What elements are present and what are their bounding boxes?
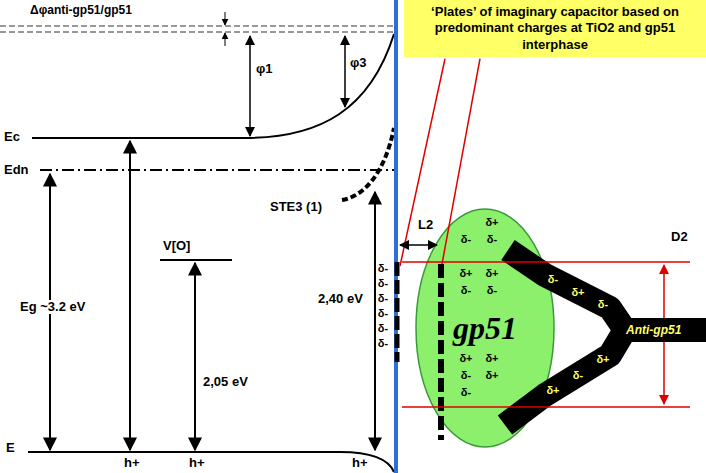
dimension-line	[402, 406, 690, 408]
fermi-level-name: Edn	[4, 163, 29, 177]
vacuum-level-line	[0, 26, 394, 27]
note-text: ‘Plates’ of imaginary capacitor based on…	[410, 4, 700, 53]
valence-band	[28, 452, 394, 472]
charge-sign: δ+	[485, 352, 498, 364]
charge-sign: δ-	[378, 292, 388, 304]
energy-value: 2,05 eV	[203, 375, 248, 389]
capacitor-plate	[438, 264, 444, 440]
charge-sign: δ-	[461, 369, 471, 381]
charge-sign: δ-	[461, 386, 471, 398]
phi-arrow	[344, 36, 346, 107]
band-edge-name: Ec	[4, 130, 20, 144]
dimension-label: D2	[671, 230, 688, 244]
potential-difference: Δφanti-gp51/gp51	[30, 4, 132, 17]
trap-level-name: STE3 (1)	[270, 200, 322, 214]
leader-line	[400, 59, 445, 266]
antibody-shape: Anti-gp51	[500, 240, 706, 430]
hole-symbol: h+	[124, 456, 140, 470]
charge-sign: δ+	[485, 216, 498, 228]
charge-sign: δ-	[487, 284, 497, 296]
antibody-arm	[618, 318, 706, 342]
charge-sign: δ+	[459, 267, 472, 279]
charge-sign: δ+	[546, 384, 559, 396]
charge-sign: δ-	[598, 298, 608, 310]
antibody-arm	[505, 330, 625, 425]
charge-sign: δ-	[487, 233, 497, 245]
barrier-height: φ1	[256, 62, 273, 76]
delta-arrow	[225, 12, 226, 25]
charge-sign: δ+	[596, 353, 609, 365]
defect-level-name: V[O]	[163, 239, 190, 253]
charge-sign: δ-	[378, 262, 388, 274]
charge-sign: δ-	[461, 233, 471, 245]
hole-symbol: h+	[352, 456, 368, 470]
charge-sign: δ-	[378, 307, 388, 319]
charge-sign: δ-	[573, 369, 583, 381]
hole-symbol: h+	[189, 456, 205, 470]
vacuum-level-line	[0, 32, 394, 33]
capacitor-plate	[395, 262, 400, 362]
charge-sign: δ-	[378, 337, 388, 349]
charge-sign: δ+	[459, 352, 472, 364]
charge-sign: δ+	[485, 369, 498, 381]
conduction-band	[32, 34, 394, 138]
vacancy-level	[160, 259, 232, 261]
charge-sign: δ-	[378, 277, 388, 289]
node-label: gp51	[453, 310, 517, 347]
distance-arrow	[400, 244, 437, 246]
band-gap-value: Eg ~3.2 eV	[18, 300, 87, 314]
barrier-height: φ3	[350, 56, 367, 70]
band-edge-name: E	[6, 441, 15, 455]
note-box: ‘Plates’ of imaginary capacitor based on…	[404, 0, 706, 57]
node-label: Anti-gp51	[626, 322, 681, 338]
energy-value: 2,40 eV	[318, 292, 363, 306]
transition-arrow	[374, 192, 376, 450]
charge-sign: δ-	[548, 273, 558, 285]
ste-level	[342, 128, 394, 200]
antibody-arm	[508, 250, 625, 330]
delta-arrow	[225, 33, 226, 46]
transition-arrow	[194, 263, 196, 450]
distance-label: L2	[418, 218, 433, 232]
interface-line	[394, 0, 398, 473]
fermi-level	[40, 169, 394, 171]
leader-line	[442, 59, 480, 264]
charge-sign: δ-	[378, 322, 388, 334]
charge-sign: δ-	[461, 284, 471, 296]
charge-sign: δ+	[485, 267, 498, 279]
phi-arrow	[249, 36, 251, 136]
transition-arrow	[129, 141, 131, 450]
charge-sign: δ+	[571, 286, 584, 298]
dimension-line	[402, 261, 690, 263]
